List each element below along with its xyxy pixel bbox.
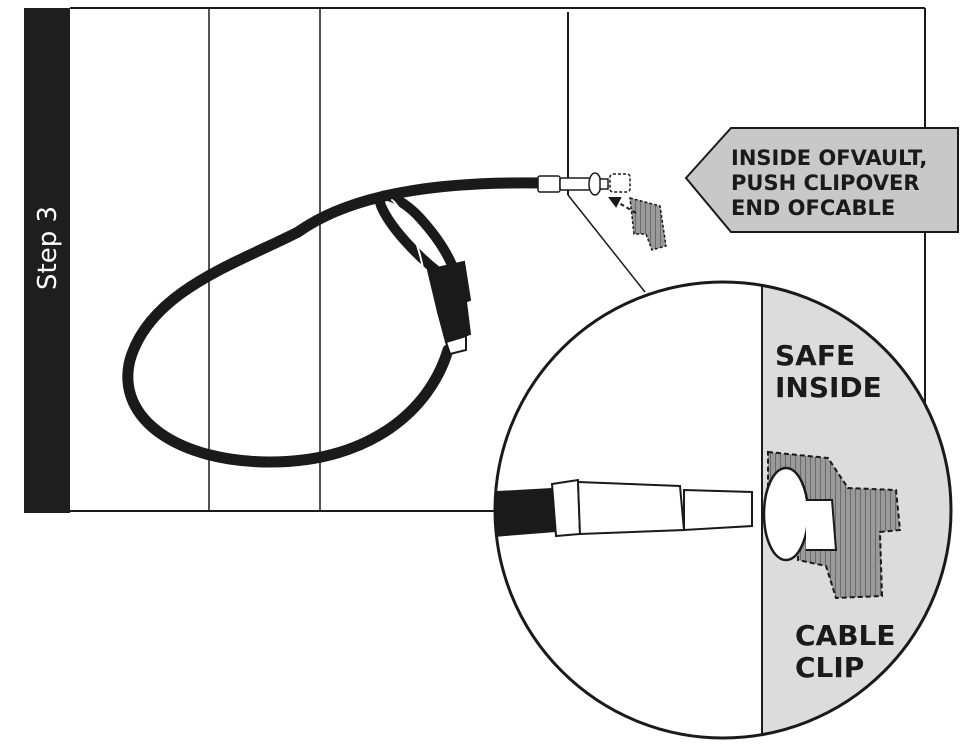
step-band: Step 3 — [24, 8, 70, 513]
cable-clip-line-2: CLIP — [795, 651, 864, 684]
cable-clip-icon — [629, 196, 667, 251]
cable-clip-line-1: CABLE — [795, 619, 896, 652]
arrow-icon — [608, 197, 637, 214]
cable-end-fitting — [537, 172, 631, 196]
magnifier-circle-icon: SAFE INSIDE CABLE CLIP — [493, 280, 953, 740]
callout-line-1: INSIDE OFVAULT, — [731, 146, 927, 170]
cable-loop-icon — [122, 177, 546, 468]
callout-line-2: PUSH CLIPOVER — [731, 171, 920, 195]
safe-inside-line-2: INSIDE — [775, 371, 882, 404]
safe-inside-line-1: SAFE — [775, 339, 855, 372]
callout-box: INSIDE OFVAULT, PUSH CLIPOVER END OFCABL… — [684, 127, 959, 233]
step-label: Step 3 — [33, 206, 63, 290]
callout-line-3: END OFCABLE — [731, 196, 895, 220]
